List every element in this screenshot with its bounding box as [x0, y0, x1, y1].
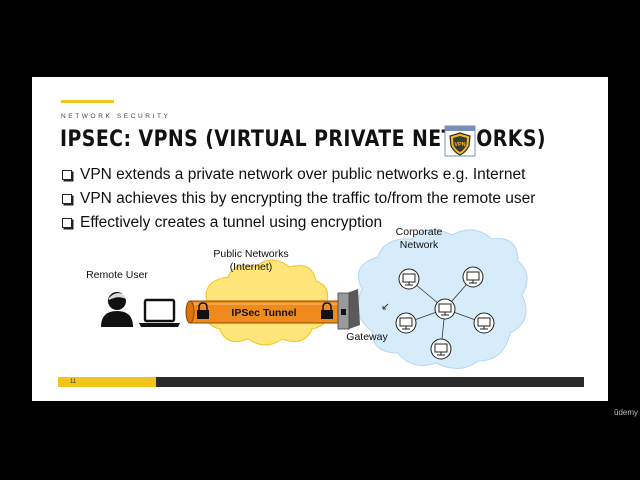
bullet-item: VPN extends a private network over publi…	[62, 163, 535, 187]
vpn-shield-icon: VPN	[444, 125, 476, 157]
bullet-item: VPN achieves this by encrypting the traf…	[62, 187, 535, 211]
gateway-label: Gateway	[346, 331, 388, 343]
vpn-icon-text: VPN	[454, 142, 465, 148]
computer-node-icon	[473, 312, 495, 334]
page-number: 11	[70, 378, 77, 385]
gateway-server-icon	[337, 289, 360, 330]
accent-line	[61, 100, 114, 103]
padlock-icon	[321, 302, 333, 319]
slide: NETWORK SECURITY IPSEC: VPNS (VIRTUAL PR…	[32, 77, 608, 401]
public-networks-label-line2: (Internet)	[229, 261, 273, 273]
computer-node-icon	[395, 312, 417, 334]
computer-node-icon	[462, 266, 484, 288]
laptop-icon	[139, 298, 180, 327]
bullet-text: VPN extends a private network over publi…	[80, 166, 526, 183]
checkbox-bullet-icon	[62, 194, 72, 204]
corporate-label-line2: Network	[399, 239, 439, 251]
checkbox-bullet-icon	[62, 170, 72, 180]
section-kicker: NETWORK SECURITY	[61, 113, 171, 120]
padlock-icon	[197, 302, 209, 319]
remote-user-label: Remote User	[86, 269, 148, 281]
bullet-text: Effectively creates a tunnel using encry…	[80, 214, 383, 231]
corporate-network-label: Corporate Network	[379, 226, 459, 252]
vpn-diagram: IPSec Tunnel	[101, 229, 528, 369]
tunnel-label: IPSec Tunnel	[231, 307, 296, 319]
checkbox-bullet-icon	[62, 218, 72, 228]
footer-accent	[58, 377, 156, 387]
corporate-label-line1: Corporate	[395, 226, 443, 238]
computer-node-icon	[434, 298, 456, 320]
udemy-watermark: ûdemy	[614, 408, 639, 417]
footer-bar	[58, 377, 584, 387]
bullet-list: VPN extends a private network over publi…	[62, 163, 535, 235]
mouse-cursor-icon	[382, 303, 389, 310]
bullet-text: VPN achieves this by encrypting the traf…	[80, 190, 536, 207]
computer-node-icon	[398, 268, 420, 290]
bullet-item: Effectively creates a tunnel using encry…	[62, 211, 535, 235]
public-networks-label: Public Networks (Internet)	[206, 248, 296, 274]
user-icon	[101, 292, 133, 327]
public-networks-label-line1: Public Networks	[213, 248, 289, 260]
computer-node-icon	[430, 338, 452, 360]
